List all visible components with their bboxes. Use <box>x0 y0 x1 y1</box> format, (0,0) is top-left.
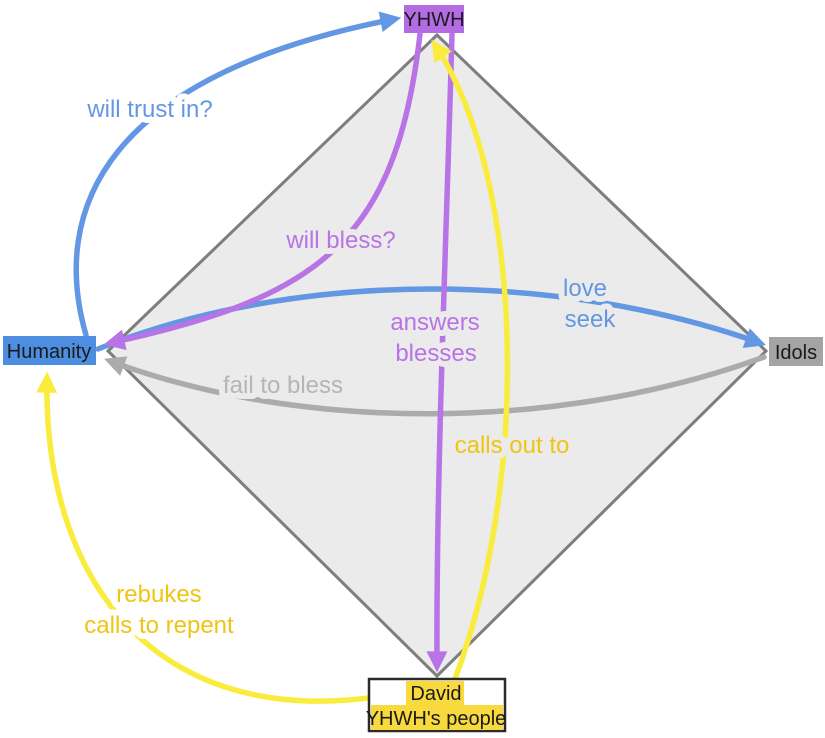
edge-will-bless <box>103 31 423 351</box>
label-answers: answers <box>390 309 479 336</box>
node-david-label-line1: David <box>410 683 461 705</box>
node-idols: Idols <box>769 337 823 366</box>
label-will-trust-in: will trust in? <box>86 96 212 123</box>
label-calls-out-to: calls out to <box>455 432 570 459</box>
diamond-frame <box>105 32 769 679</box>
label-rebukes: rebukes <box>116 581 201 608</box>
node-idols-label: Idols <box>775 342 817 364</box>
node-david: David YHWH's people <box>366 677 507 733</box>
label-seek: seek <box>565 306 617 333</box>
edge-love-seek <box>95 286 766 352</box>
node-humanity: Humanity <box>3 336 96 365</box>
edge-calls-out-to <box>431 39 511 682</box>
edge-fail-to-bless <box>104 354 767 417</box>
node-humanity-label: Humanity <box>7 341 91 363</box>
node-yhwh-label: YHWH <box>403 9 464 31</box>
edge-rebukes <box>36 371 413 704</box>
label-blesses: blesses <box>395 340 476 367</box>
label-fail-to-bless: fail to bless <box>223 372 343 399</box>
node-david-label-line2: YHWH's people <box>366 708 507 730</box>
label-calls-to-repent: calls to repent <box>84 612 234 639</box>
node-yhwh: YHWH <box>403 5 465 33</box>
label-will-bless: will bless? <box>285 227 395 254</box>
edge-answers-blesses <box>426 31 455 673</box>
label-love: love <box>563 275 607 302</box>
edge-will-trust-in <box>73 11 402 338</box>
